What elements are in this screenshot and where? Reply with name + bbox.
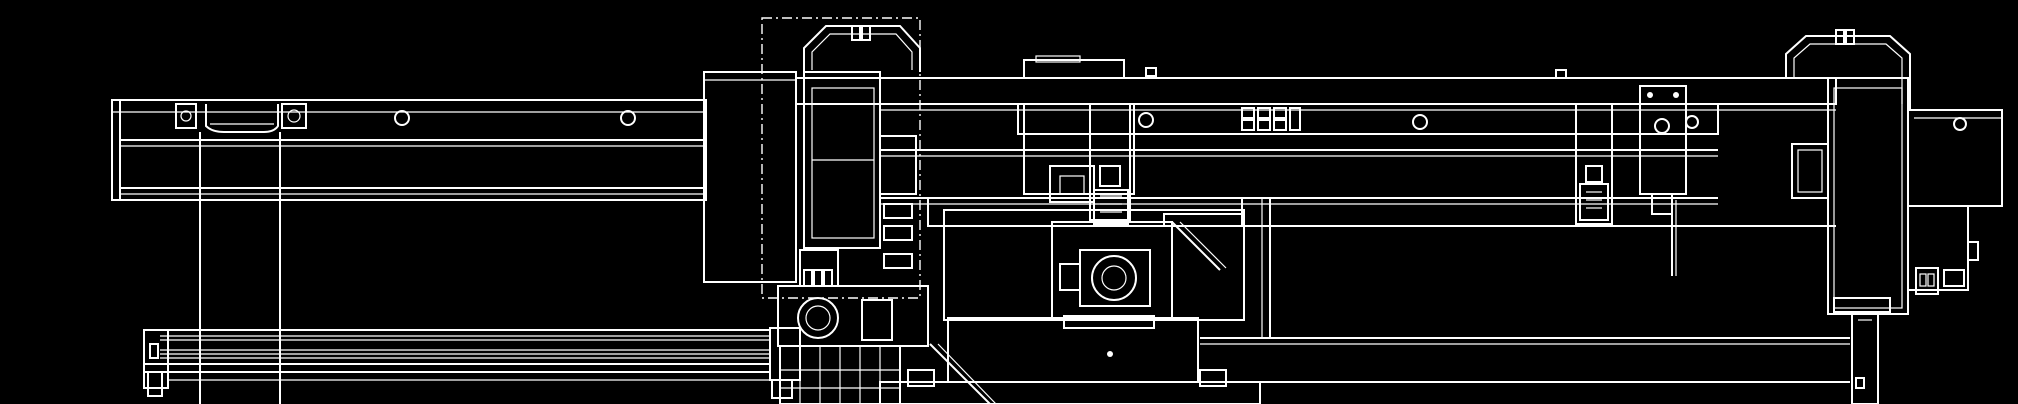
center-beam-face bbox=[880, 103, 1719, 205]
center-base-plate bbox=[879, 317, 1261, 404]
tool-head-center bbox=[1023, 103, 1135, 225]
center-gearbox bbox=[777, 285, 929, 404]
right-end-carriage bbox=[1785, 29, 1911, 404]
right-rail-frame bbox=[1200, 198, 1850, 383]
center-lower-housing bbox=[927, 197, 1245, 329]
left-carriage-clamp bbox=[205, 104, 279, 133]
top-main-beam bbox=[795, 55, 1837, 111]
left-rail-beam bbox=[111, 99, 707, 201]
left-legs bbox=[199, 132, 281, 404]
tool-head-right bbox=[1575, 85, 1699, 276]
lower-guide-rod bbox=[143, 327, 801, 399]
right-end-rail bbox=[1907, 109, 2003, 295]
center-motor-housing bbox=[703, 17, 921, 299]
